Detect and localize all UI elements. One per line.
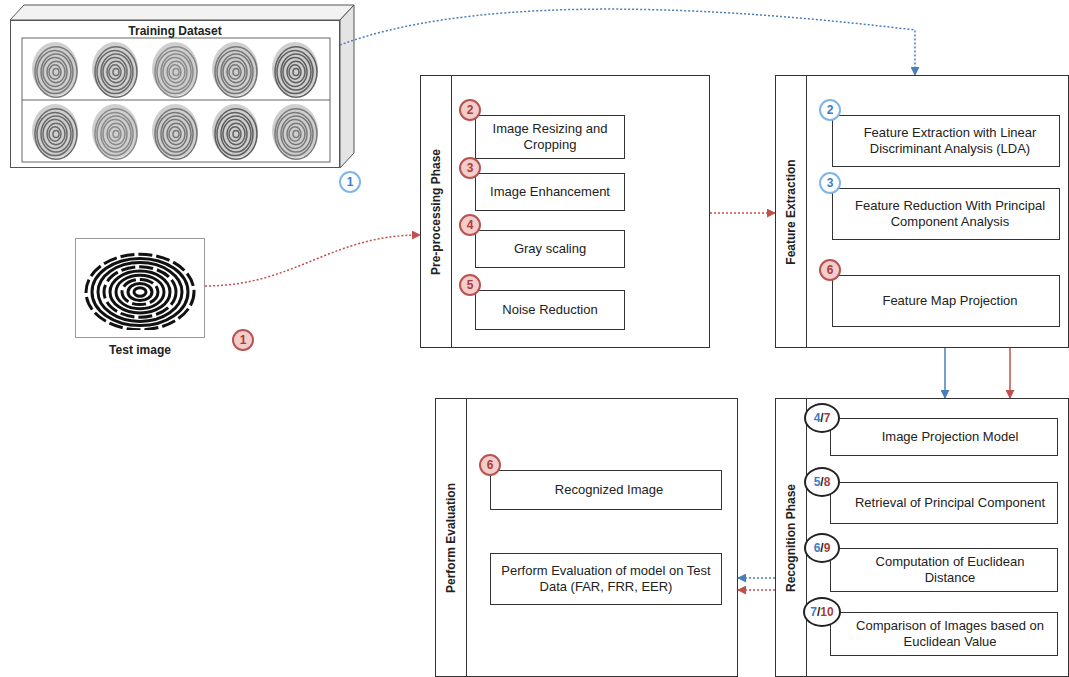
dataset-box: Training Dataset: [10, 20, 340, 168]
process-box: Recognized Image: [490, 470, 722, 510]
callout-number: 8: [824, 475, 831, 489]
process-box: Gray scaling: [475, 230, 625, 268]
row-divider: [22, 100, 330, 101]
callout-number: 7: [810, 605, 817, 619]
callout-number: 9: [824, 541, 831, 555]
phase-title: Recognition Phase: [784, 483, 798, 591]
phase-title: Feature Extraction: [784, 159, 798, 264]
callout-circle: 4/7: [804, 403, 840, 433]
callout-number: 3: [467, 161, 474, 175]
box-bevel: [10, 5, 354, 20]
callout-number: /: [820, 411, 823, 425]
panel-band: Recognition Phase: [776, 399, 807, 676]
callout-circle: 3: [459, 157, 481, 179]
process-box: Feature Extraction with Linear Discrimin…: [832, 115, 1060, 167]
process-box: Noise Reduction: [475, 290, 625, 330]
callout-circle: 1: [232, 329, 254, 351]
callout-circle: 1: [339, 171, 361, 193]
callout-number: 5: [814, 475, 821, 489]
callout-circle: 6/9: [804, 533, 840, 563]
callout-number: 6: [827, 263, 834, 277]
panel-band: Perform Evaluation: [436, 399, 467, 676]
callout-circle: 3: [819, 172, 841, 194]
box-text: Image Resizing and Cropping: [484, 121, 616, 152]
flow-arrow: [738, 589, 775, 591]
callout-number: /: [820, 475, 823, 489]
phase-title: Pre-processing Phase: [429, 148, 443, 274]
box-text: Gray scaling: [514, 241, 586, 257]
image-box: Test image: [75, 238, 205, 338]
box-text: Image Projection Model: [882, 429, 1019, 445]
callout-circle: 2: [459, 99, 481, 121]
flow-arrow: [710, 212, 775, 214]
image-caption: Test image: [56, 343, 224, 357]
test-fingerprint: [86, 254, 194, 330]
callout-number: 4: [814, 411, 821, 425]
box-text: Feature Reduction With Principal Compone…: [849, 198, 1051, 229]
process-box: Feature Reduction With Principal Compone…: [832, 188, 1060, 240]
panel-band: Pre-processing Phase: [421, 76, 452, 347]
dataset-title: Training Dataset: [11, 24, 339, 38]
callout-number: 6: [487, 458, 494, 472]
fingerprint-images: [32, 42, 318, 159]
callout-number: 1: [347, 175, 354, 189]
box-text: Noise Reduction: [502, 302, 597, 318]
callout-number: 4: [467, 218, 474, 232]
callout-circle: 4: [459, 214, 481, 236]
flow-arrow: [944, 348, 946, 398]
callout-circle: 2: [819, 99, 841, 121]
box-text: Computation of Euclidean Distance: [851, 554, 1049, 585]
box-text: Image Enhancement: [490, 184, 610, 200]
callout-number: 1: [240, 333, 247, 347]
box-text: Perform Evaluation of model on Test Data…: [499, 563, 713, 594]
phase-panel: Perform Evaluation Recognized ImagePerfor…: [435, 398, 738, 677]
callout-circle: 6: [819, 259, 841, 281]
flow-arrow: [1009, 348, 1011, 398]
process-box: Computation of Euclidean Distance: [830, 548, 1058, 592]
process-box: Image Resizing and Cropping: [475, 115, 625, 159]
inner-frame: [22, 38, 330, 162]
process-box: Image Projection Model: [830, 418, 1058, 456]
flow-arrow: [205, 235, 420, 286]
process-box: Retrieval of Principal Component: [830, 482, 1058, 524]
box-text: Comparison of Images based on Euclidean …: [851, 618, 1049, 649]
process-box: Image Enhancement: [475, 173, 625, 211]
process-box: Feature Map Projection: [832, 275, 1060, 327]
callout-number: 2: [467, 103, 474, 117]
callout-number: /: [817, 605, 820, 619]
callout-number: 2: [827, 103, 834, 117]
box-text: Feature Map Projection: [882, 293, 1017, 309]
panel-band: Feature Extraction: [776, 76, 807, 347]
callout-circle: 6: [479, 454, 501, 476]
callout-circle: 5: [459, 274, 481, 296]
box-side: [340, 5, 354, 168]
process-box: Comparison of Images based on Euclidean …: [830, 612, 1058, 656]
box-text: Retrieval of Principal Component: [855, 495, 1045, 511]
box-text: Feature Extraction with Linear Discrimin…: [849, 125, 1051, 156]
callout-number: 7: [824, 411, 831, 425]
callout-number: 5: [467, 278, 474, 292]
callout-number: /: [820, 541, 823, 555]
callout-circle: 5/8: [804, 467, 840, 497]
phase-panel: Feature Extraction Feature Extraction wit…: [775, 75, 1069, 348]
box-text: Recognized Image: [555, 482, 663, 498]
callout-circle: 7/10: [803, 597, 841, 627]
flow-arrow: [738, 577, 775, 579]
phase-title: Perform Evaluation: [444, 482, 458, 592]
callout-number: 6: [814, 541, 821, 555]
callout-number: 10: [820, 605, 833, 619]
callout-number: 3: [827, 176, 834, 190]
flow-arrow: [340, 9, 915, 75]
process-box: Perform Evaluation of model on Test Data…: [490, 553, 722, 605]
